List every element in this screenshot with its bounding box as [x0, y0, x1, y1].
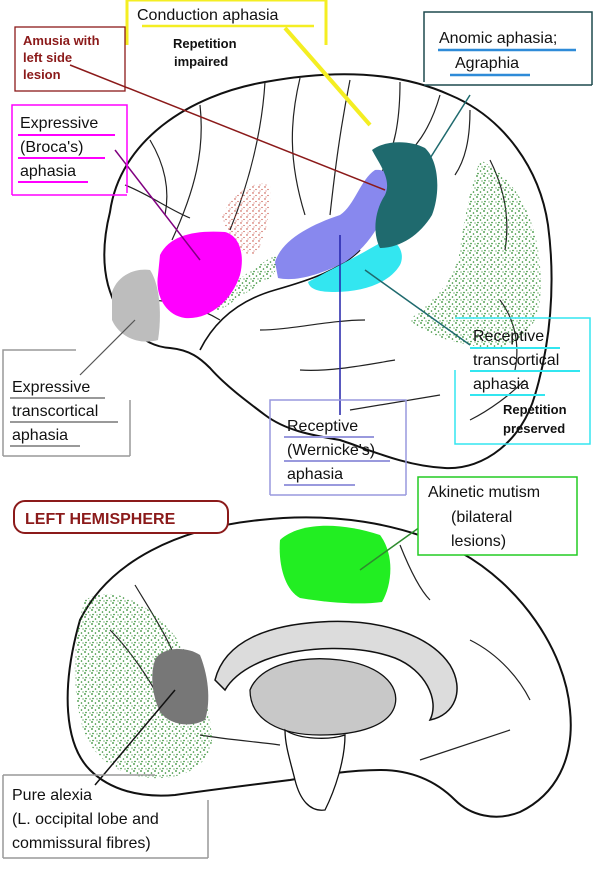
svg-text:Expressive: Expressive [12, 379, 90, 396]
svg-text:commissural fibres): commissural fibres) [12, 835, 151, 852]
broca-connector [114, 149, 201, 261]
svg-text:aphasia: aphasia [12, 427, 68, 444]
lateral-brain-view [103, 73, 553, 470]
receptive-transcortical-label: Receptive transcortical aphasia Repetiti… [454, 317, 591, 445]
expressive-transcortical-label: Expressive transcortical aphasia [2, 349, 131, 457]
anomic-connector [409, 94, 471, 191]
svg-text:aphasia: aphasia [473, 376, 529, 393]
akinetic-connector [359, 526, 421, 571]
svg-text:impaired: impaired [174, 54, 228, 69]
svg-text:preserved: preserved [503, 421, 565, 436]
pure-alexia-region [152, 648, 209, 725]
svg-text:aphasia: aphasia [20, 163, 76, 180]
conduction-connector [283, 26, 372, 127]
svg-text:left side: left side [23, 50, 72, 65]
akinetic-region [279, 525, 391, 604]
amusia-stipple-area [222, 183, 271, 255]
rec-trans-connector [364, 269, 471, 346]
svg-text:(Wernicke's): (Wernicke's) [287, 442, 375, 459]
svg-text:(L. occipital lobe and: (L. occipital lobe and [12, 811, 159, 828]
left-hemisphere-title: LEFT HEMISPHERE [13, 500, 229, 534]
svg-text:Repetition: Repetition [173, 36, 237, 51]
akinetic-mutism-label: Akinetic mutism (bilateral lesions) [417, 476, 578, 556]
svg-text:Receptive: Receptive [287, 418, 358, 435]
corpus-callosum [214, 620, 458, 722]
amusia-label: Amusia with left side lesion [14, 26, 126, 92]
svg-text:lesion: lesion [23, 67, 61, 82]
svg-text:Repetition: Repetition [503, 402, 567, 417]
svg-text:Pure alexia: Pure alexia [12, 787, 92, 804]
exp-trans-connector [79, 319, 136, 376]
svg-text:Agraphia: Agraphia [455, 55, 519, 72]
svg-text:lesions): lesions) [451, 533, 506, 550]
amusia-connector [69, 64, 386, 191]
svg-text:transcortical: transcortical [473, 352, 559, 369]
wernicke-aphasia-label: Receptive (Wernicke's) aphasia [269, 399, 407, 496]
svg-text:aphasia: aphasia [287, 466, 343, 483]
broca-region [157, 231, 242, 319]
broca-aphasia-label: Expressive (Broca's) aphasia [11, 104, 128, 196]
thalamus [249, 658, 397, 736]
svg-text:Conduction aphasia: Conduction aphasia [137, 7, 279, 24]
svg-text:Receptive: Receptive [473, 328, 544, 345]
svg-text:LEFT HEMISPHERE: LEFT HEMISPHERE [25, 511, 176, 528]
svg-text:Amusia with: Amusia with [23, 33, 100, 48]
medial-brain-view [66, 516, 572, 818]
expressive-transcortical-region [112, 269, 160, 342]
svg-text:Expressive: Expressive [20, 115, 98, 132]
anomic-region [372, 142, 438, 248]
alexia-stipple-area [74, 594, 212, 779]
wernicke-region [275, 169, 394, 280]
brainstem [284, 728, 346, 811]
connector-lines [69, 26, 471, 786]
svg-text:Anomic aphasia;: Anomic aphasia; [439, 30, 557, 47]
svg-text:(bilateral: (bilateral [451, 509, 512, 526]
alexia-connector [94, 689, 176, 786]
conduction-aphasia-label: Conduction aphasia Repetition impaired [125, 0, 328, 69]
svg-text:Akinetic mutism: Akinetic mutism [428, 484, 540, 501]
anomic-aphasia-label: Anomic aphasia; Agraphia [423, 11, 593, 86]
svg-text:transcortical: transcortical [12, 403, 98, 420]
svg-text:(Broca's): (Broca's) [20, 139, 84, 156]
occipital-stipple-area [410, 160, 541, 348]
pure-alexia-label: Pure alexia (L. occipital lobe and commi… [2, 774, 209, 859]
